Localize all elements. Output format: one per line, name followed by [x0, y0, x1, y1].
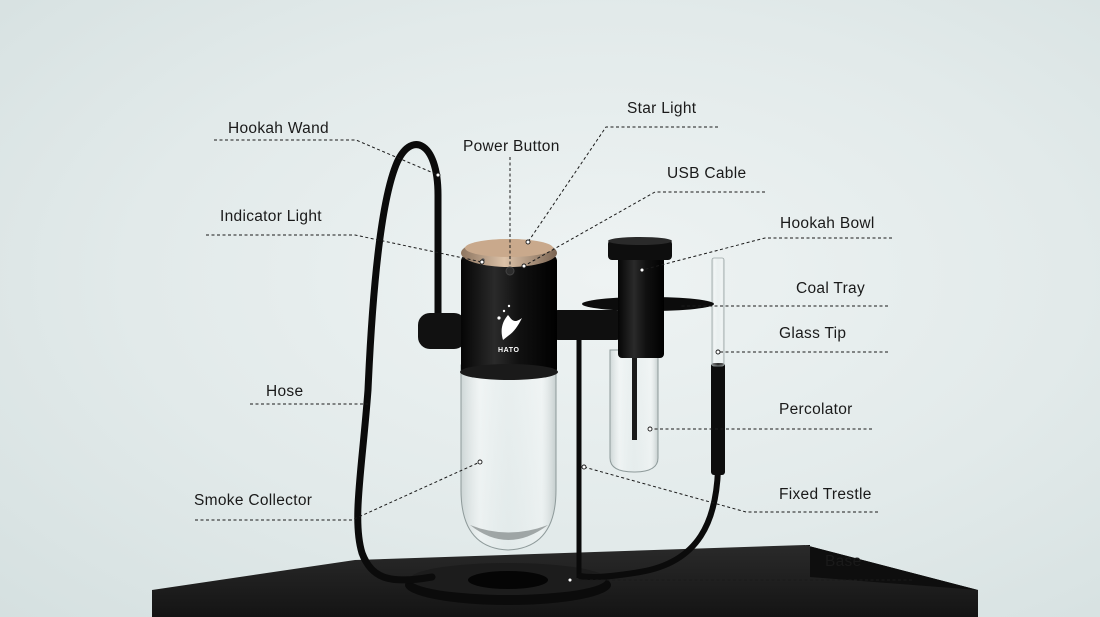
label-hookah-wand: Hookah Wand	[228, 120, 329, 137]
dot-indicator-light	[479, 259, 485, 265]
dot-base	[567, 577, 573, 583]
leader-smoke-collector	[195, 461, 481, 521]
dot-smoke-collector	[477, 459, 483, 465]
label-power-button: Power Button	[463, 138, 560, 155]
glass-tip-tube	[577, 467, 721, 580]
dot-fixed-trestle	[581, 464, 587, 470]
brand-text: HATO	[498, 347, 520, 354]
label-coal-tray: Coal Tray	[796, 280, 866, 297]
top-cap-face	[465, 239, 553, 257]
leader-indicator-light	[206, 234, 483, 263]
hookah-bowl-top	[608, 240, 672, 260]
table-edge	[805, 545, 978, 590]
body-bottom-ring	[460, 364, 558, 380]
star-icon	[497, 316, 501, 320]
brand-logo-icon	[501, 315, 522, 340]
star-icon	[507, 304, 511, 308]
leader-fixed-trestle	[583, 466, 878, 513]
star-icon	[502, 309, 506, 313]
dot-hookah-wand	[435, 172, 441, 178]
leader-lines	[195, 126, 912, 581]
label-fixed-trestle: Fixed Trestle	[779, 486, 872, 503]
dot-glass-tip	[715, 349, 721, 355]
hookah-bowl-rim	[608, 237, 672, 245]
label-star-light: Star Light	[627, 100, 697, 117]
label-hookah-bowl: Hookah Bowl	[780, 215, 875, 232]
leader-hookah-wand	[214, 139, 439, 176]
leader-hookah-bowl	[641, 237, 892, 271]
main-body	[461, 255, 557, 375]
dot-hookah-bowl	[639, 267, 645, 273]
dot-star-light	[525, 239, 531, 245]
leader-dots	[435, 172, 721, 583]
leader-usb-cable	[523, 191, 765, 267]
leader-star-light	[527, 126, 718, 243]
glass-tip-sleeve	[711, 363, 725, 475]
smoke-collector-shadow	[470, 525, 548, 540]
label-hose: Hose	[266, 383, 304, 400]
percolator-stem	[632, 340, 637, 440]
label-percolator: Percolator	[779, 401, 853, 418]
power-button	[505, 266, 515, 276]
label-usb-cable: USB Cable	[667, 165, 747, 182]
label-indicator-light: Indicator Light	[220, 208, 322, 225]
base-recess	[468, 571, 548, 589]
label-glass-tip: Glass Tip	[779, 325, 847, 342]
glass-tip	[711, 257, 725, 367]
dot-percolator	[647, 426, 653, 432]
hookah-bowl-column	[618, 255, 664, 358]
smoke-collector	[460, 364, 557, 551]
hose-joint	[418, 313, 466, 349]
label-smoke-collector: Smoke Collector	[194, 492, 313, 509]
connector-arm	[552, 310, 622, 340]
dot-usb-cable	[521, 263, 527, 269]
label-base: Base	[825, 553, 862, 570]
hose	[354, 141, 442, 584]
